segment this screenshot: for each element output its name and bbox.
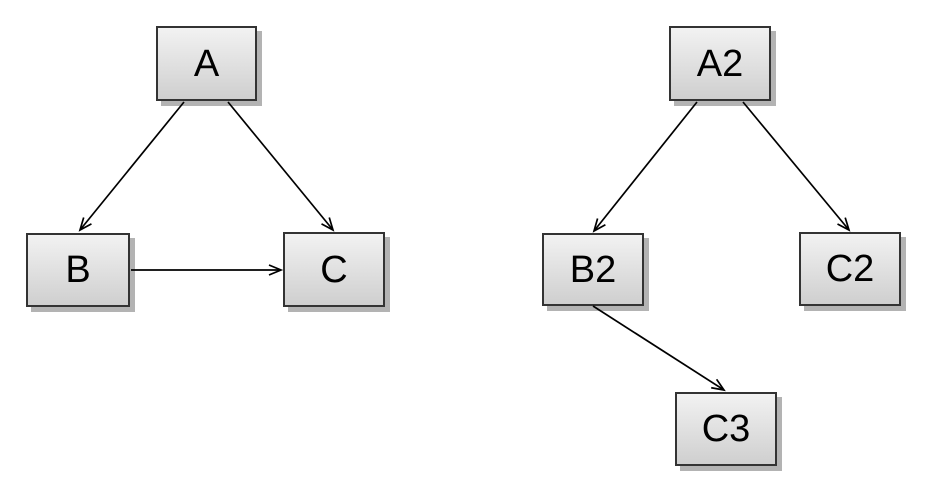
node-C[interactable]: C bbox=[283, 232, 385, 307]
node-label: A bbox=[193, 42, 220, 85]
node-A[interactable]: A bbox=[156, 26, 257, 101]
node-B[interactable]: B bbox=[26, 233, 130, 307]
node-label: B bbox=[65, 249, 91, 291]
node-A2[interactable]: A2 bbox=[669, 26, 771, 101]
node-B2[interactable]: B2 bbox=[542, 233, 644, 306]
node-C2[interactable]: C2 bbox=[799, 232, 901, 306]
node-label: A2 bbox=[696, 42, 744, 85]
node-label: C2 bbox=[825, 248, 875, 290]
node-label: B2 bbox=[569, 248, 617, 291]
node-C3[interactable]: C3 bbox=[675, 392, 777, 466]
node-label: C3 bbox=[701, 408, 751, 450]
node-label: C bbox=[320, 248, 348, 291]
